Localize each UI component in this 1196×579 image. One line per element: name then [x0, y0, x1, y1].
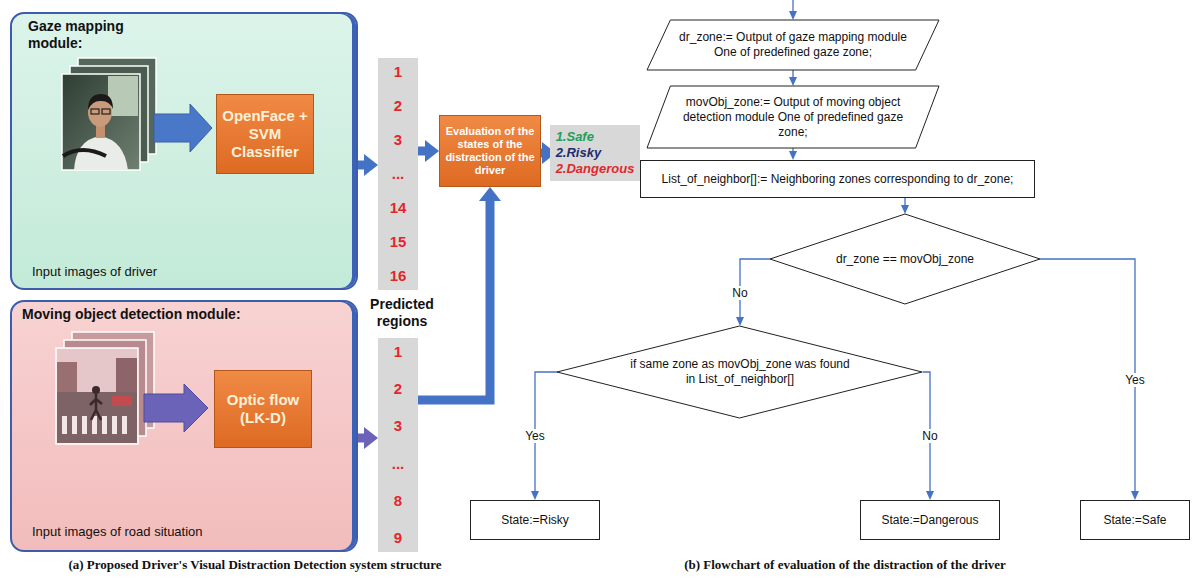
- process-box: List_of_neighbor[]:= Neighboring zones c…: [640, 160, 1035, 198]
- region-number: 2: [394, 98, 402, 114]
- region-list: 1 2 3... 8 9: [378, 338, 418, 552]
- driver-hair: [88, 94, 113, 110]
- module-title: Moving object detection module:: [22, 306, 241, 323]
- block-arrow: [418, 147, 425, 156]
- region-number: 16: [390, 268, 407, 284]
- state-label: 2.Dangerous: [556, 161, 635, 177]
- process-label: OpenFace + SVM Classifier: [221, 107, 309, 161]
- state-text: State:=Safe: [1103, 513, 1166, 528]
- terminal-box: State:=Dangerous: [860, 500, 1000, 540]
- photo-frame: [62, 74, 140, 170]
- region-number: 3: [394, 418, 402, 434]
- block-arrow: [358, 161, 364, 170]
- region-number: ...: [392, 166, 405, 182]
- region-number: 2: [394, 381, 402, 397]
- module-title: Gaze mapping module:: [28, 18, 150, 52]
- process-box: Evaluation of the states of the distract…: [439, 115, 541, 187]
- region-number: 9: [394, 530, 402, 546]
- shape-outline-path: [647, 20, 939, 70]
- building: [116, 358, 137, 392]
- flow-text: dr_zone == movObj_zone: [820, 252, 990, 267]
- io-parallelogram: dr_zone:= Output of gaze mapping module …: [647, 20, 939, 70]
- state-label: 1.Safe: [556, 129, 635, 145]
- state-label: 2.Risky: [556, 145, 635, 161]
- flow-arrow: [792, 70, 793, 77]
- pedestrian-body: [90, 394, 102, 420]
- module-panel: Gaze mapping module: Input images of driv…: [10, 12, 358, 290]
- process-label: Evaluation of the states of the distract…: [444, 125, 536, 177]
- crosswalk-stripe: [62, 416, 67, 434]
- region-number: ...: [392, 456, 405, 472]
- entry-arrow: [792, 0, 793, 11]
- decision-diamond: dr_zone == movObj_zone: [770, 214, 1040, 304]
- branch-label: No: [920, 429, 939, 443]
- building: [57, 362, 77, 392]
- branch-label: Yes: [1123, 373, 1147, 387]
- block-arrow: [541, 149, 542, 158]
- crosswalk-stripe: [72, 416, 77, 434]
- region-number: 15: [390, 234, 407, 250]
- crosswalk-stripe: [112, 416, 117, 434]
- state-text: State:=Risky: [501, 513, 569, 528]
- decision-diamond: if same zone as movObj_zone was found in…: [557, 326, 922, 418]
- block-arrow: [358, 434, 364, 443]
- axis-label: Predicted regions: [362, 296, 442, 330]
- branch-label: Yes: [523, 429, 547, 443]
- shape-outline-path: [647, 86, 939, 148]
- region-number: 8: [394, 493, 402, 509]
- steering-wheel: [63, 150, 106, 156]
- car-window: [108, 76, 138, 116]
- road: [57, 392, 137, 443]
- crosswalk-stripe: [102, 416, 107, 434]
- terminal-box: State:=Safe: [1080, 500, 1190, 540]
- region-number: 14: [390, 200, 407, 216]
- process-box: OpenFace + SVM Classifier: [216, 94, 314, 174]
- pedestrian-head: [92, 386, 100, 394]
- block-arrow: [144, 384, 208, 432]
- io-parallelogram: movObj_zone:= Output of moving object de…: [647, 86, 939, 148]
- flow-text: if same zone as movObj_zone was found in…: [625, 357, 855, 387]
- figure-caption: (b) Flowchart of evaluation of the distr…: [640, 557, 1050, 573]
- crosswalk-stripe: [82, 416, 87, 434]
- flow-text: List_of_neighbor[]:= Neighboring zones c…: [662, 172, 1014, 187]
- image-caption: Input images of road situation: [32, 524, 203, 539]
- glasses: [91, 109, 99, 114]
- region-number: 3: [394, 132, 402, 148]
- block-arrow: [154, 104, 212, 152]
- shape-outline-path: [557, 326, 922, 418]
- flow-text: movObj_zone:= Output of moving object de…: [673, 95, 913, 140]
- module-panel: Moving object detection module: Input ima…: [10, 300, 358, 552]
- image-caption: Input images of driver: [32, 264, 157, 279]
- terminal-box: State:=Risky: [470, 500, 600, 540]
- flow-text: dr_zone:= Output of gaze mapping module …: [673, 30, 913, 60]
- process-box: Optic flow (LK-D): [214, 370, 312, 448]
- figure-caption: (a) Proposed Driver's Visual Distraction…: [20, 557, 490, 573]
- glasses: [102, 109, 110, 114]
- region-number: 1: [394, 344, 402, 360]
- state-list: 1.Safe2.Risky2.Dangerous: [550, 125, 641, 181]
- process-label: Optic flow (LK-D): [219, 391, 307, 427]
- car: [112, 396, 132, 406]
- shape-outline-path: [770, 214, 1040, 304]
- branch-label: No: [730, 286, 749, 300]
- region-list: 1 2 3... 14 15 16: [378, 58, 418, 290]
- state-text: State:=Dangerous: [881, 513, 978, 528]
- flow-arrow: [904, 198, 905, 205]
- crosswalk-stripe: [122, 416, 127, 434]
- flow-arrow: [1040, 259, 1135, 491]
- photo-frame: [56, 348, 138, 444]
- region-number: 1: [394, 64, 402, 80]
